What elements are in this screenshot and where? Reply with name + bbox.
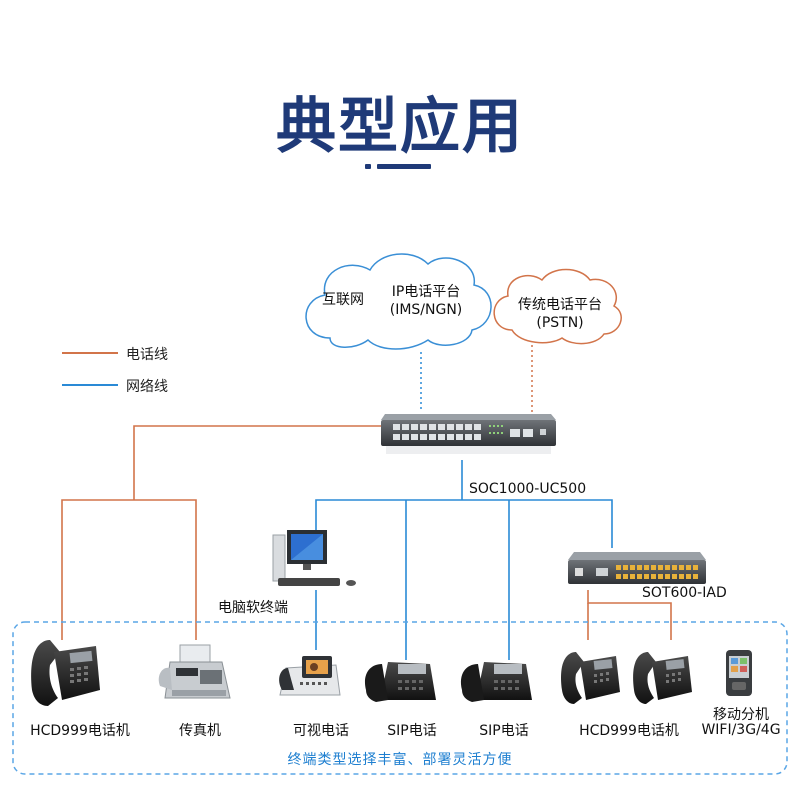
terminal-label: 传真机 (179, 723, 221, 739)
internet-label: 互联网 (322, 292, 364, 308)
video-phone-icon (279, 656, 341, 696)
terminal-label: HCD999电话机 (579, 723, 679, 739)
switch-model-label: SOC1000-UC500 (469, 481, 587, 497)
cloud-ip-platform (305, 253, 492, 350)
terminal-label: SIP电话 (387, 723, 437, 739)
title-underline (365, 164, 431, 169)
pstn-platform-sub-label: (PSTN) (536, 315, 584, 331)
fax-icon (158, 644, 231, 699)
terminal-frame (12, 621, 788, 775)
iad-device (568, 552, 706, 584)
hcd999-phone-icon-1 (31, 640, 100, 706)
terminal-label: HCD999电话机 (30, 723, 130, 739)
cloud-pstn-platform (493, 268, 622, 345)
terminal-label: 可视电话 (293, 723, 349, 739)
iad-model-label: SOT600-IAD (642, 585, 727, 601)
pc-device (272, 530, 356, 586)
page-title: 典型应用 (276, 92, 524, 162)
terminal-label: 移动分机 (713, 707, 769, 723)
terminal-label: SIP电话 (479, 723, 529, 739)
hcd999-phone-icon-3 (633, 652, 692, 704)
pc-softphone-label: 电脑软终端 (218, 600, 288, 616)
terminal-summary: 终端类型选择丰富、部署灵活方便 (287, 752, 513, 768)
ip-platform-sub-label: (IMS/NGN) (389, 302, 463, 318)
sip-phone-icon-2 (460, 662, 532, 702)
ip-platform-label: IP电话平台 (391, 284, 461, 300)
legend-network-line-label: 网络线 (126, 379, 168, 395)
legend-phone-line-label: 电话线 (126, 347, 168, 363)
mobile-handset-icon (726, 650, 752, 696)
terminal-label: WIFI/3G/4G (701, 722, 781, 738)
pstn-platform-label: 传统电话平台 (518, 297, 602, 313)
sip-phone-icon-1 (364, 662, 436, 702)
switch-device (381, 414, 556, 454)
hcd999-phone-icon-2 (561, 652, 620, 704)
